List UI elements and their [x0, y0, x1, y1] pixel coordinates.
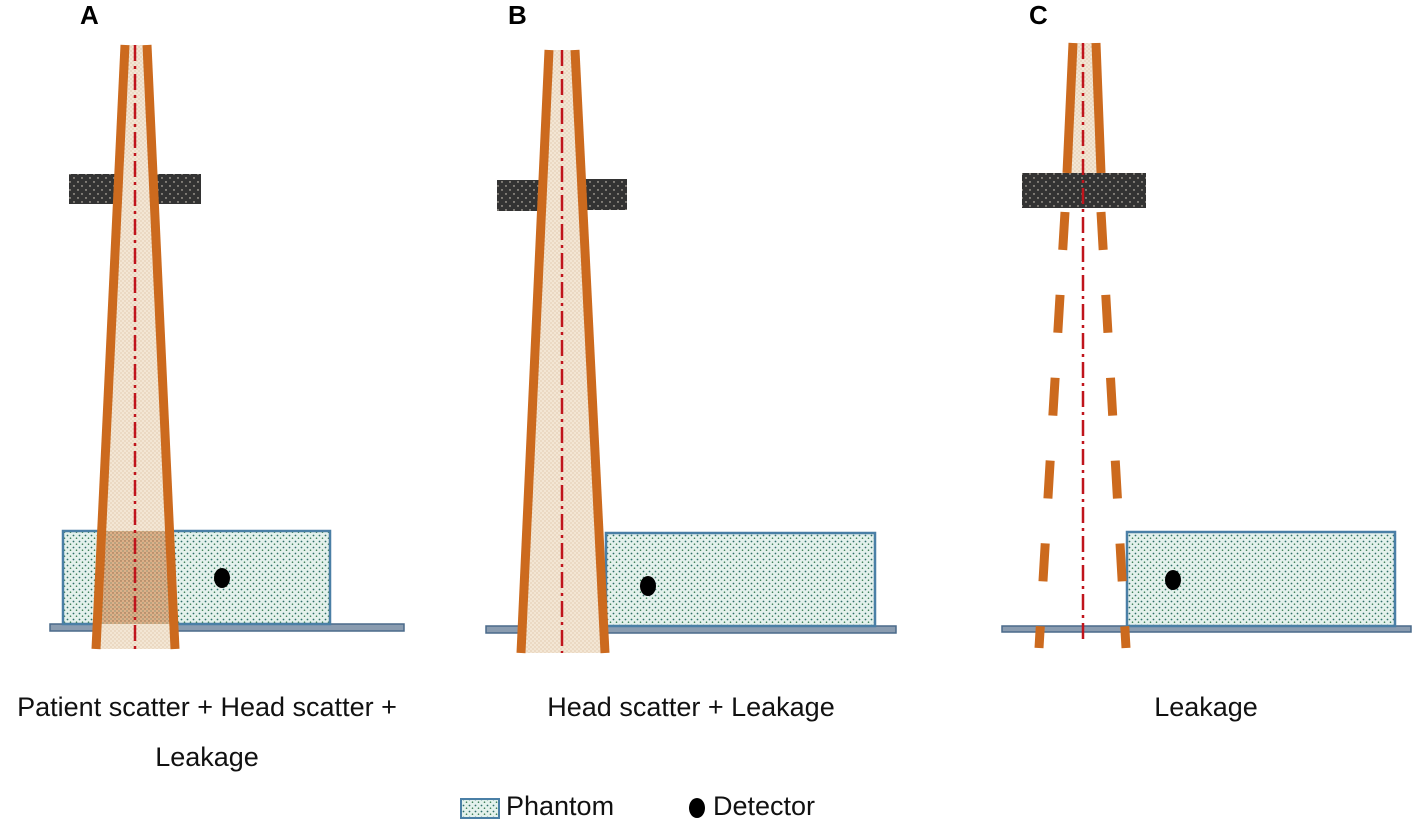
collimator-jaw-right	[584, 179, 627, 210]
detector-dot	[214, 568, 230, 588]
panel-b-letter: B	[508, 0, 527, 30]
collimator-jaw-right	[157, 174, 201, 204]
beam-edge-left	[91, 44, 130, 650]
legend-detector-label: Detector	[713, 791, 815, 821]
leakage-edge-right	[1096, 211, 1131, 649]
legend: Phantom Detector	[460, 791, 815, 821]
beam-edge-right	[570, 49, 610, 654]
collimator-jaw-left	[69, 174, 117, 204]
panel-b-caption: Head scatter + Leakage	[547, 692, 834, 722]
detector-dot	[1165, 570, 1181, 590]
beam-edge-left	[516, 49, 554, 654]
legend-phantom-label: Phantom	[506, 791, 614, 821]
panel-a-caption-line-1: Patient scatter + Head scatter +	[17, 692, 397, 722]
beam-edge-right	[142, 44, 180, 650]
panel-c-caption: Leakage	[1154, 692, 1258, 722]
beam-edge-right	[1091, 42, 1106, 174]
legend-phantom-swatch	[460, 798, 500, 819]
panel-c-letter: C	[1029, 0, 1048, 30]
collimator-jaw-left	[497, 180, 542, 211]
panel-a-letter: A	[80, 0, 99, 30]
legend-detector-swatch	[689, 798, 705, 818]
panel-a: A Patient scatter + Head scatter + Leaka…	[17, 0, 405, 772]
panel-c: C Leakage	[1001, 0, 1412, 722]
panel-a-caption-line-2: Leakage	[155, 742, 259, 772]
leakage-edge-left	[1034, 211, 1070, 649]
panel-b: B Head scatter + Leakage	[485, 0, 897, 722]
detector-dot	[640, 576, 656, 596]
beam-edge-left	[1062, 42, 1078, 174]
